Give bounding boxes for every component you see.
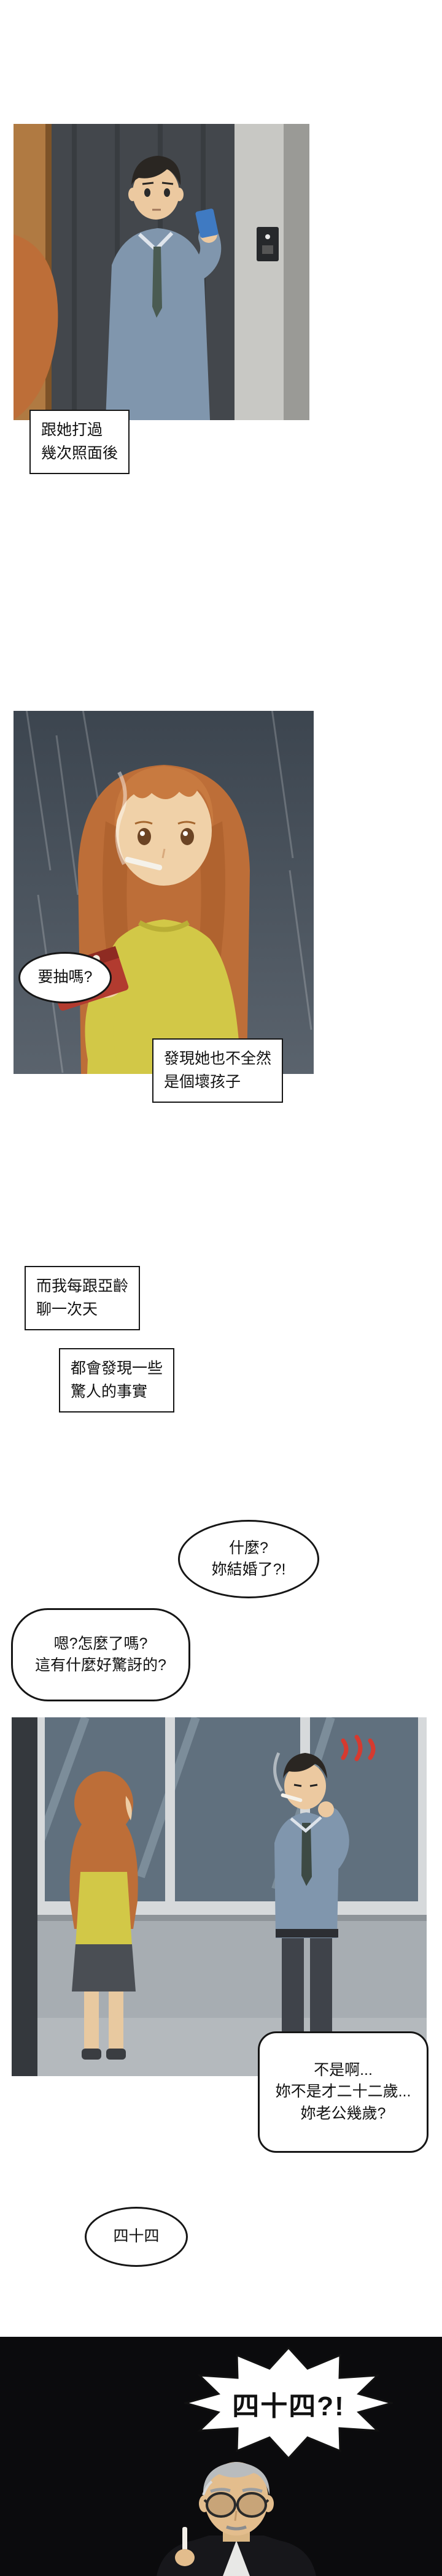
eye	[144, 188, 150, 197]
smoking-arm	[322, 1807, 349, 1871]
shoe	[106, 2049, 126, 2060]
dark-hair	[131, 156, 181, 185]
face-profile	[125, 1796, 132, 1820]
dark-hair	[283, 1753, 327, 1779]
pillar-shadow	[284, 124, 309, 420]
old-man-portrait	[150, 2455, 322, 2576]
nose	[234, 2510, 238, 2521]
shirt-collar	[290, 1816, 322, 1833]
panel-offering-art	[14, 711, 314, 1074]
caption-box-4: 都會發現一些 驚人的事實	[59, 1348, 175, 1413]
panel-woman-offering-cigarette	[14, 711, 314, 1074]
eyes	[293, 1784, 318, 1787]
woman-hair-foreground	[14, 234, 58, 420]
eye	[138, 828, 151, 845]
caption-box-3: 而我每跟亞齡 聊一次天	[25, 1266, 141, 1330]
intercom-box	[257, 227, 279, 261]
smoke-wisp	[115, 771, 127, 865]
woman-character	[69, 1771, 138, 2060]
eye	[180, 828, 194, 845]
eyebrows	[134, 821, 196, 825]
panel-first-meeting	[14, 124, 309, 420]
shout-bubble-fortyfour: 四十四?!	[184, 2347, 393, 2460]
sweater-collar	[138, 920, 190, 932]
sleeve-arm	[85, 994, 120, 1074]
speech-bubble-surprising: 嗯?怎麼了嗎? 這有什麼好驚訝的?	[11, 1608, 190, 1701]
door-pillar	[235, 124, 284, 420]
old-man-art	[157, 2462, 316, 2576]
cigarette	[182, 2527, 187, 2553]
hand	[318, 1801, 334, 1817]
hand	[175, 2549, 195, 2566]
tie	[152, 247, 162, 318]
dark-skirt	[72, 1944, 136, 1991]
panel-first-meeting-art	[14, 124, 309, 420]
caption-box-1: 跟她打過 幾次照面後	[29, 410, 130, 474]
face	[133, 166, 179, 220]
speech-bubble-offer: 要抽嗎?	[18, 952, 112, 1003]
cigarette	[281, 1793, 303, 1803]
panel-outdoor-art	[12, 1717, 427, 2076]
cigarette	[125, 856, 163, 871]
panel-outdoor-conversation	[12, 1717, 427, 2076]
eye	[164, 188, 170, 197]
doorway-strip	[12, 1717, 37, 2076]
starburst-shape	[184, 2347, 393, 2460]
gray-hair	[203, 2462, 270, 2495]
smoke-wisp	[273, 1752, 284, 1792]
yellow-top	[76, 1872, 132, 1945]
tie	[301, 1823, 312, 1886]
rain-streaks	[25, 711, 312, 1073]
yellow-sweater	[87, 919, 241, 1074]
nose	[161, 848, 166, 859]
face	[116, 775, 212, 886]
eyebrows	[210, 2488, 263, 2493]
leg	[109, 1991, 123, 2053]
leg	[84, 1991, 99, 2053]
shout-text: 四十四?!	[232, 2391, 345, 2421]
white-shirt	[223, 2540, 250, 2576]
bangs	[114, 766, 214, 827]
caption-box-2: 發現她也不全然 是個壞孩子	[152, 1038, 284, 1103]
anger-mark-icon	[341, 1735, 376, 1761]
mouth	[226, 2525, 247, 2531]
speech-bubble-fortyfour: 四十四	[85, 2207, 188, 2267]
speech-bubble-age-question: 不是啊... 妳不是才二十二歲... 妳老公幾歲?	[258, 2031, 428, 2153]
man-character	[106, 156, 222, 420]
woman-character	[46, 765, 250, 1074]
speech-bubble-married: 什麼? 妳結婚了?!	[178, 1520, 319, 1598]
shoe	[82, 2049, 101, 2060]
blue-cigarette-pack	[195, 209, 219, 238]
belt	[276, 1929, 338, 1938]
